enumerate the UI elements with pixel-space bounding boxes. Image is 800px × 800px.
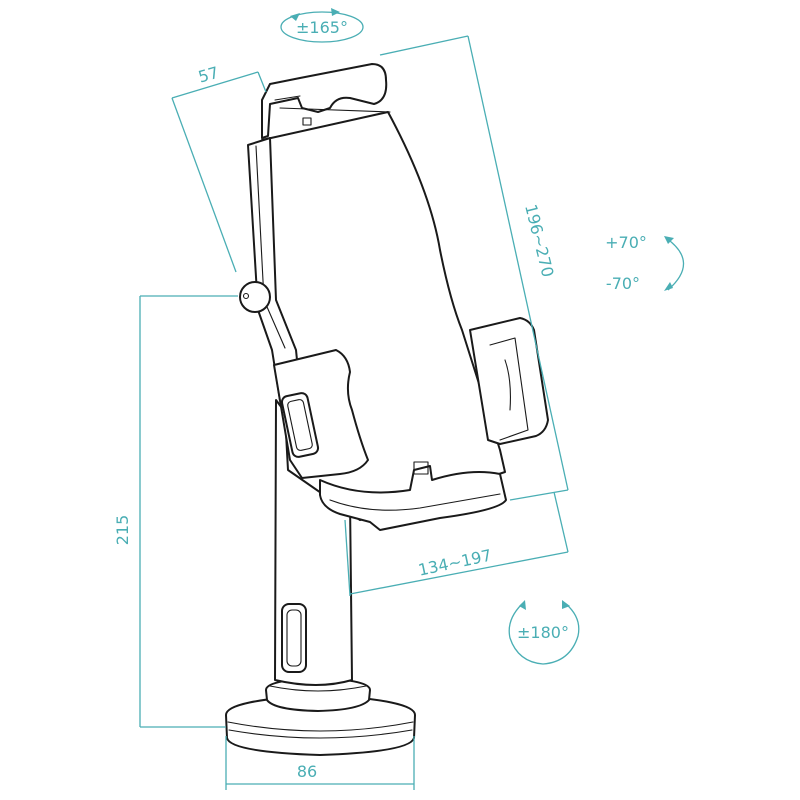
stand-base — [225, 677, 416, 756]
rotation-label-tilt-up: +70° — [605, 233, 647, 252]
rotation-label-swivel: ±165° — [296, 18, 348, 37]
dimension-base-diameter: 86 — [225, 736, 415, 790]
dimension-label-stand-height: 215 — [113, 515, 132, 546]
dimension-label-base: 86 — [297, 762, 317, 781]
dimension-holder-depth: 57 — [171, 63, 267, 273]
rotation-tilt-indicator: +70° -70° — [605, 233, 685, 293]
pivot-knob — [239, 281, 271, 313]
rotation-base-indicator: ±180° — [508, 600, 580, 665]
rotation-label-base: ±180° — [517, 623, 569, 642]
tablet-holder — [239, 63, 549, 531]
dimension-stand-height: 215 — [113, 295, 238, 728]
dimension-label-depth: 57 — [196, 63, 221, 87]
dimension-label-width: 134~197 — [416, 546, 493, 580]
rotation-label-tilt-down: -70° — [606, 274, 640, 293]
cable-slot — [281, 603, 307, 673]
rotation-swivel-indicator: ±165° — [280, 8, 364, 43]
dimension-label-height: 196~270 — [521, 202, 557, 279]
side-grip-left — [280, 392, 320, 458]
